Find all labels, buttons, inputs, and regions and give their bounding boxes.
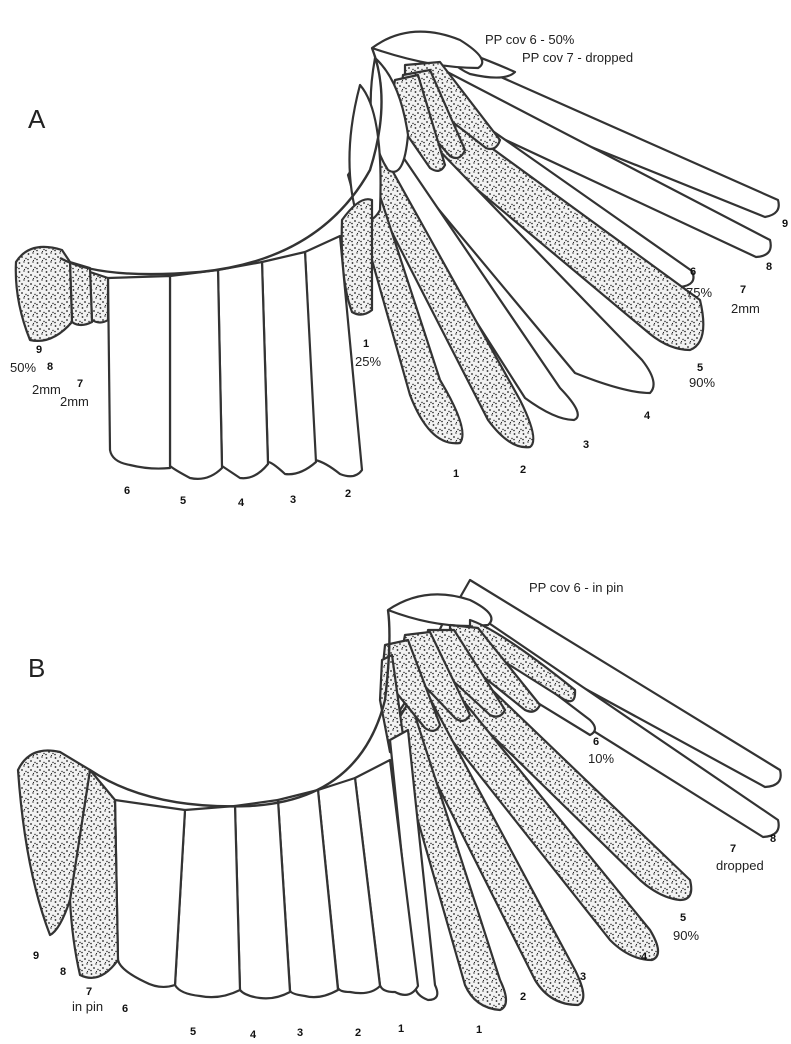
secondary-label-a-7: 7 xyxy=(77,378,83,390)
primary-label-a-8: 8 xyxy=(766,261,772,273)
primary-note-a-7: 2mm xyxy=(731,301,760,316)
primary-label-a-3: 3 xyxy=(583,439,589,451)
cov-note-b-1: PP cov 6 - in pin xyxy=(529,580,623,595)
secondary-label-a-9: 9 xyxy=(36,344,42,356)
primary-note-a-5: 90% xyxy=(689,375,715,390)
secondary-note-a-9: 50% xyxy=(10,360,36,375)
primary-note-b-7: dropped xyxy=(716,858,764,873)
primary-label-b-2: 2 xyxy=(520,991,526,1003)
secondary-note-a-7: 2mm xyxy=(60,394,89,409)
primary-note-b-5: 90% xyxy=(673,928,699,943)
secondary-label-a-2: 2 xyxy=(345,488,351,500)
panel-letter-b: B xyxy=(28,653,45,683)
primary-note-b-6: 10% xyxy=(588,751,614,766)
secondary-label-b-5: 5 xyxy=(190,1026,196,1038)
primary-label-a-4: 4 xyxy=(644,410,651,422)
secondary-a-5 xyxy=(170,270,222,479)
cov-note-a-1: PP cov 6 - 50% xyxy=(485,32,575,47)
primary-label-b-4: 4 xyxy=(641,951,648,963)
primary-label-a-2: 2 xyxy=(520,464,526,476)
primary-label-a-9: 9 xyxy=(782,218,788,230)
primary-label-b-1: 1 xyxy=(476,1024,482,1036)
primary-label-b-8: 8 xyxy=(770,833,776,845)
wing-a xyxy=(16,32,779,479)
secondary-label-b-3: 3 xyxy=(297,1027,303,1039)
secondary-a-6 xyxy=(108,276,170,469)
primary-label-b-5: 5 xyxy=(680,912,686,924)
primary-note-a-6: 75% xyxy=(686,285,712,300)
wing-b xyxy=(18,580,781,1010)
primary-label-a-6: 6 xyxy=(690,266,696,278)
secondary-note-b-7: in pin xyxy=(72,999,103,1014)
cov-note-a-2: PP cov 7 - dropped xyxy=(522,50,633,65)
primary-label-a-7: 7 xyxy=(740,284,746,296)
secondary-label-b-2: 2 xyxy=(355,1027,361,1039)
tertial-a-8 xyxy=(70,262,92,325)
primary-label-b-3: 3 xyxy=(580,971,586,983)
secondary-b-6 xyxy=(115,800,185,987)
panel-letter-a: A xyxy=(28,104,46,134)
secondary-label-b-1: 1 xyxy=(398,1023,404,1035)
primary-label-b-6: 6 xyxy=(593,736,599,748)
secondary-label-a-8: 8 xyxy=(47,361,53,373)
secondary-note-a-1: 25% xyxy=(355,354,381,369)
primary-label-a-5: 5 xyxy=(697,362,703,374)
secondary-label-a-6: 6 xyxy=(124,485,130,497)
primary-label-b-7: 7 xyxy=(730,843,736,855)
secondary-label-b-8: 8 xyxy=(60,966,66,978)
secondary-a-4 xyxy=(218,262,268,478)
secondary-label-b-7: 7 xyxy=(86,986,92,998)
secondary-label-a-3: 3 xyxy=(290,494,296,506)
secondary-label-a-4: 4 xyxy=(238,497,245,509)
primary-label-a-1: 1 xyxy=(453,468,459,480)
secondary-label-b-9: 9 xyxy=(33,950,39,962)
wing-edge-b xyxy=(90,610,389,806)
secondary-label-b-6: 6 xyxy=(122,1003,128,1015)
secondary-label-a-5: 5 xyxy=(180,495,186,507)
secondary-label-b-4: 4 xyxy=(250,1029,257,1041)
secondary-label-a-1: 1 xyxy=(363,338,369,350)
secondary-note-a-8: 2mm xyxy=(32,382,61,397)
secondary-b-5 xyxy=(175,806,240,997)
